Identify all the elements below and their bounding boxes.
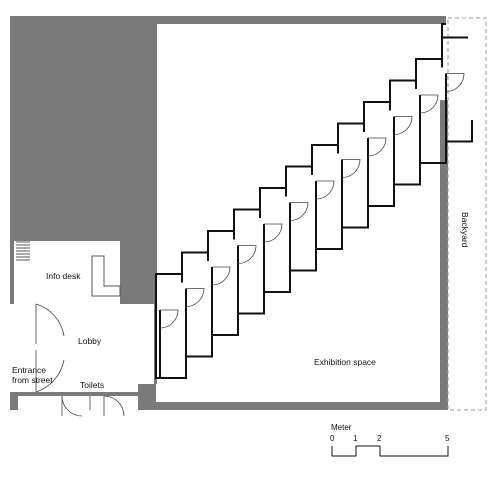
wall-bottom (138, 402, 448, 410)
door-swing (445, 73, 465, 92)
partition-step-lower (367, 138, 395, 207)
partition-step-lower (419, 95, 447, 164)
partition-base (155, 304, 160, 379)
lobby-wall-bottom (10, 392, 140, 396)
scale-tick-5: 5 (445, 434, 450, 443)
partition-step-lower (237, 245, 265, 315)
door-swing (289, 202, 309, 221)
door-swing (367, 137, 387, 157)
scale-tick-0: 0 (330, 434, 335, 443)
partition-top (441, 23, 446, 38)
door-swing (159, 309, 179, 329)
wall-right (440, 100, 448, 410)
partition-step-lower (393, 116, 421, 186)
door-swing (237, 245, 257, 264)
partition-step-lower (341, 159, 369, 229)
partition-step (233, 208, 260, 240)
partition-step-lower (289, 202, 317, 272)
partition-step (311, 144, 338, 175)
stairs-icon (16, 241, 30, 261)
door-swing (315, 180, 335, 200)
label-backyard: Backyard (460, 212, 470, 248)
label-info-desk: Info desk (46, 271, 81, 281)
wall-left-stub (138, 384, 156, 410)
partition-step (285, 165, 312, 197)
door-swing (341, 159, 361, 178)
door-swing (263, 223, 283, 243)
partition-step (207, 230, 234, 261)
partition-step (155, 273, 182, 304)
stepped-partitions (155, 23, 473, 379)
info-desk (91, 255, 121, 297)
partition-doors (159, 73, 465, 329)
partition-step-lower (315, 181, 343, 250)
partition-step (337, 122, 364, 154)
solid-mass (10, 16, 156, 238)
label-toilets: Toilets (80, 380, 105, 390)
partition-step (259, 187, 286, 218)
scale-bar (331, 445, 449, 457)
partition-step-lower (263, 224, 291, 293)
partition-step (181, 251, 208, 283)
partition-step-lower (445, 73, 473, 143)
wall-left-thin (154, 24, 157, 384)
door-swing (211, 266, 231, 286)
partition-step (441, 36, 468, 68)
backyard-outline (447, 17, 487, 411)
partition-step (389, 79, 416, 111)
scale-tick-1: 1 (353, 434, 358, 443)
label-exhibition-space: Exhibition space (314, 357, 376, 367)
wall-top (156, 16, 446, 24)
partition-step (415, 58, 442, 89)
label-entrance-line2: from street (12, 375, 53, 385)
door-swing (393, 116, 413, 135)
entrance-jamb (10, 392, 18, 410)
toilet-doors (61, 395, 125, 417)
door-swing (419, 94, 439, 114)
lobby-wall-left (10, 238, 14, 304)
solid-mass-lower (120, 238, 156, 304)
scale-title: Meter (331, 423, 352, 432)
partition-step-lower (211, 267, 239, 336)
label-lobby: Lobby (78, 336, 102, 346)
partition-step-lower (159, 310, 187, 379)
partition-step-lower (185, 288, 213, 358)
lobby-wall-top (10, 238, 120, 241)
partition-step (363, 101, 390, 132)
door-swing (185, 288, 205, 307)
entrance-door (35, 303, 65, 393)
label-entrance-line1: Entrance (12, 365, 47, 375)
scale-tick-2: 2 (377, 434, 382, 443)
